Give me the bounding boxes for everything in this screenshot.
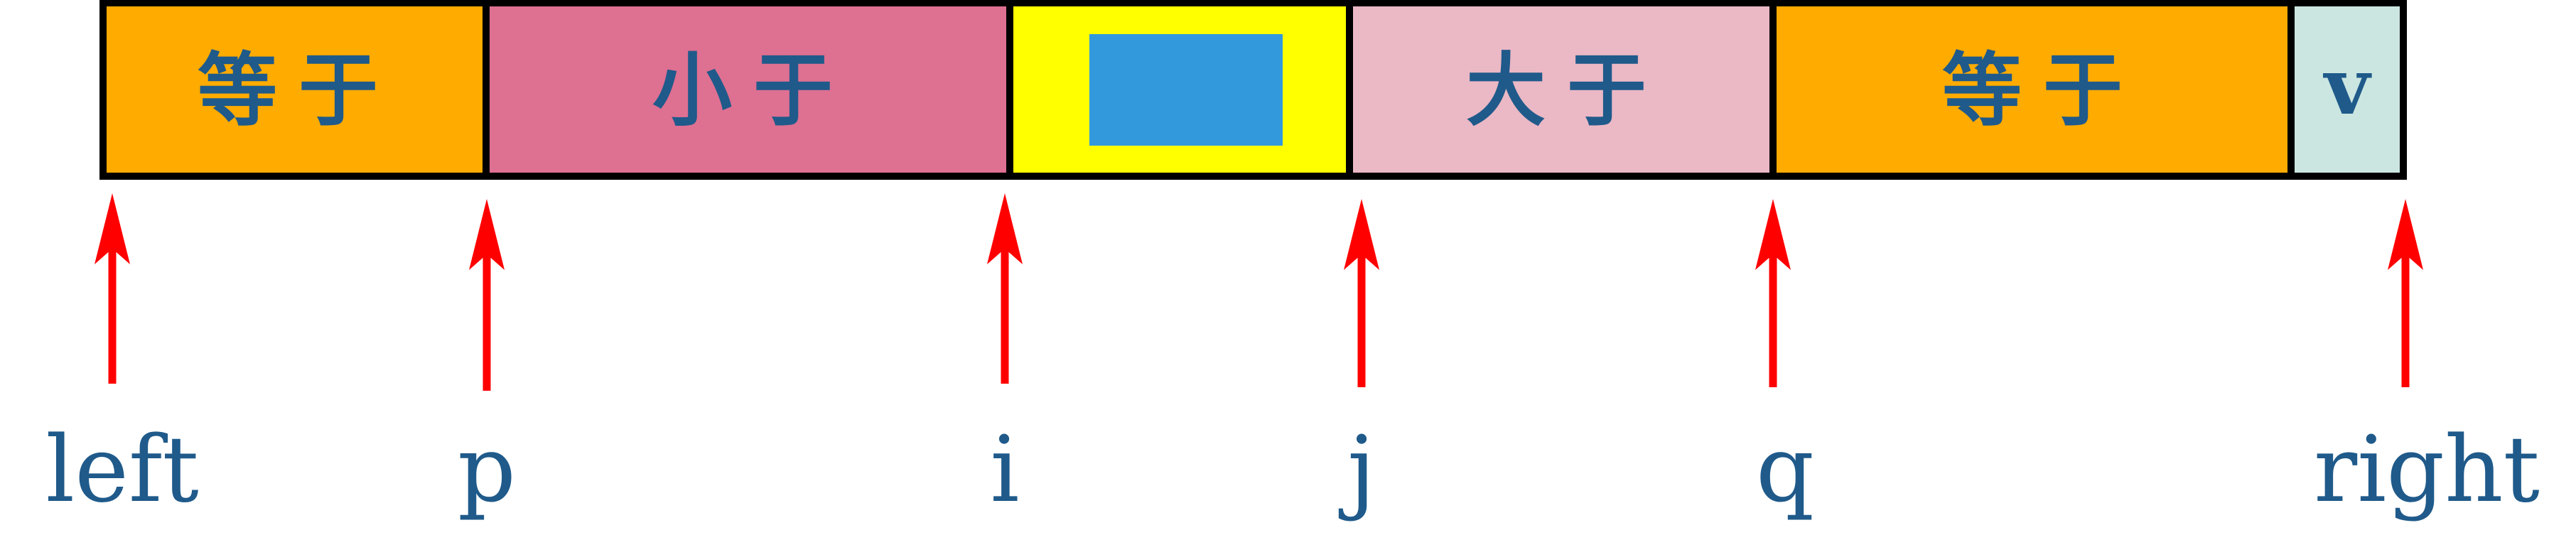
pointer-label-p: p [458,417,516,523]
pointer-arrows [95,193,2423,391]
segment-greater [1349,3,1773,176]
segment-unknown-inner [1089,34,1283,146]
pointer-arrow-p [469,199,505,391]
segment-equal-left [103,3,486,176]
segment-label-equal-left: 等于 [198,44,399,137]
pointer-labels: left p i j q right [45,417,2540,523]
array-bar: 等于 小于 大于 等于 v [99,0,2407,180]
segment-label-greater: 大于 [1466,44,1668,137]
segment-label-less: 小于 [652,44,854,137]
segment-label-equal-right: 等于 [1942,44,2144,137]
pointer-arrow-j [1344,199,1379,387]
array-border [99,0,2407,180]
pointer-label-j: j [1338,417,1376,523]
segment-less [486,3,1010,176]
segment-pivot [2291,3,2403,176]
pointer-label-q: q [1756,417,1814,523]
segment-equal-right [1773,3,2291,176]
pointer-arrow-right [2388,199,2423,387]
pointer-label-right: right [2314,417,2540,523]
pointer-label-left: left [45,417,199,523]
pointer-arrow-left [95,193,130,384]
segment-label-pivot: v [2323,40,2372,132]
pointer-arrow-q [1755,199,1791,387]
pointer-label-i: i [991,417,1020,523]
pointer-arrow-i [987,193,1023,384]
